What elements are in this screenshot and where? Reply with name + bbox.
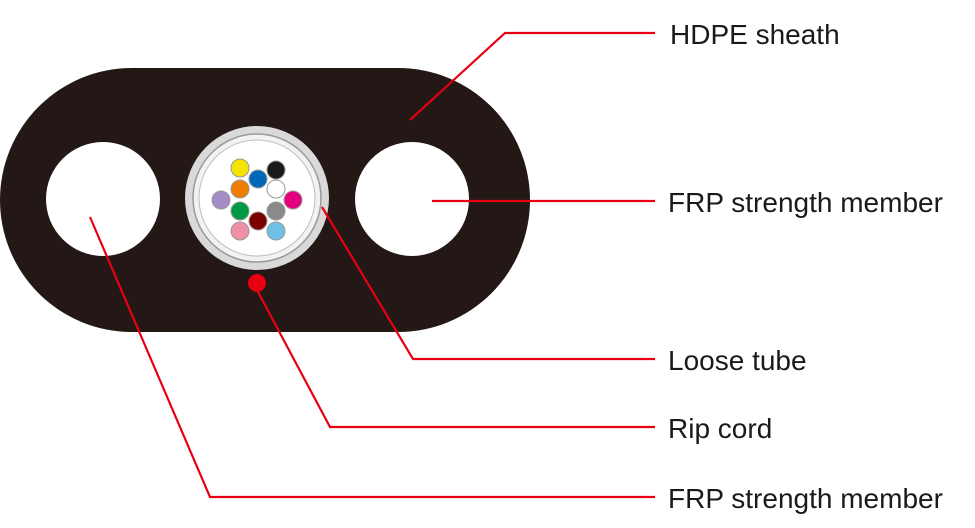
fiber xyxy=(248,169,268,189)
frp-strength-member-left-shape xyxy=(46,142,160,256)
fiber xyxy=(283,190,303,210)
label-frp-strength-member-left: FRP strength member xyxy=(668,483,943,514)
loose-tube-inner-shape xyxy=(198,139,316,257)
label-frp-strength-member-right: FRP strength member xyxy=(668,187,943,218)
label-hdpe-sheath: HDPE sheath xyxy=(670,19,840,50)
fiber xyxy=(230,201,250,221)
fiber xyxy=(266,201,286,221)
fiber xyxy=(230,221,250,241)
leader-line-hdpe-sheath xyxy=(409,31,655,121)
label-rip-cord: Rip cord xyxy=(668,413,772,444)
leader-line-rip-cord xyxy=(256,289,655,429)
leader-line-frp-strength-member-left xyxy=(88,216,655,499)
frp-strength-member-right-shape xyxy=(355,142,469,256)
label-loose-tube: Loose tube xyxy=(668,345,807,376)
fiber-group xyxy=(211,158,303,241)
fiber xyxy=(266,179,286,199)
fiber xyxy=(230,179,250,199)
rip-cord-shape xyxy=(248,274,266,292)
fiber xyxy=(230,158,250,178)
fiber xyxy=(266,160,286,180)
fiber xyxy=(248,211,268,231)
leader-line-loose-tube xyxy=(321,206,655,361)
leader-lines xyxy=(88,31,655,499)
fiber xyxy=(266,221,286,241)
fiber xyxy=(211,190,231,210)
